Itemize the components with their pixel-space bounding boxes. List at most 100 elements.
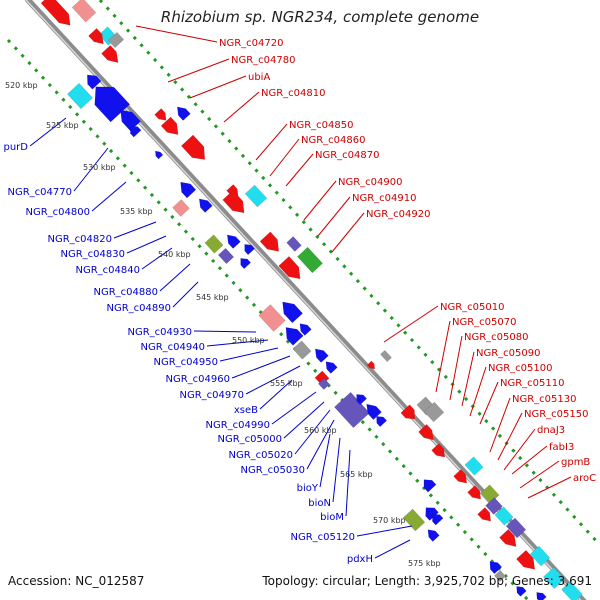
kbp-tick-label: 540 kbp	[158, 250, 191, 259]
label-leader-line	[306, 419, 335, 470]
gene-feature	[240, 258, 252, 270]
label-leader-line	[172, 281, 199, 308]
kbp-tick-label: 555 kbp	[270, 379, 303, 388]
gene-feature	[380, 349, 392, 363]
gene-feature	[278, 256, 301, 280]
kbp-tick-label: 560 kbp	[304, 426, 337, 435]
gene-feature	[107, 31, 125, 49]
kbp-tick-label: 570 kbp	[373, 516, 406, 525]
gene-feature	[516, 549, 536, 570]
label-leader-line	[503, 428, 536, 471]
gene-feature	[485, 497, 503, 515]
gene-label-NGR_c04970: NGR_c04970	[180, 390, 245, 401]
gene-feature	[453, 469, 468, 484]
label-leader-line	[29, 117, 67, 147]
gene-label-NGR_c04960: NGR_c04960	[166, 374, 231, 385]
gene-label-NGR_c05030: NGR_c05030	[241, 465, 306, 476]
gene-label-bioN: bioN	[308, 498, 331, 509]
label-leader-line	[332, 437, 341, 503]
gene-label-NGR_c05010: NGR_c05010	[440, 302, 505, 313]
kbp-tick-label: 565 kbp	[340, 470, 373, 479]
label-leader-line	[193, 330, 257, 333]
gene-features	[40, 0, 583, 600]
label-leader-line	[374, 539, 411, 559]
gene-feature	[259, 231, 280, 252]
gene-feature	[40, 0, 71, 26]
gene-label-NGR_c04830: NGR_c04830	[61, 249, 126, 260]
gene-label-pdxH: pdxH	[347, 554, 373, 565]
gene-feature	[244, 184, 268, 208]
gene-feature	[423, 401, 445, 423]
gene-label-NGR_c04880: NGR_c04880	[94, 287, 159, 298]
label-leader-line	[91, 181, 127, 212]
gene-feature	[529, 545, 551, 567]
gene-label-NGR_c04800: NGR_c04800	[26, 207, 91, 218]
label-leader-line	[126, 235, 167, 254]
label-leader-line	[189, 75, 247, 99]
gene-feature	[217, 247, 235, 265]
label-leader-line	[206, 339, 269, 347]
label-leader-line	[435, 320, 451, 393]
gene-feature	[222, 190, 245, 214]
label-leader-line	[469, 366, 487, 417]
gene-feature	[432, 514, 444, 526]
label-leader-line	[461, 351, 475, 407]
label-leader-line	[255, 123, 288, 161]
gene-feature	[477, 507, 492, 522]
gene-feature	[130, 126, 142, 138]
gene-label-NGR_c04770: NGR_c04770	[8, 187, 73, 198]
label-leader-line	[73, 147, 109, 192]
gene-label-bioY: bioY	[297, 483, 319, 494]
accession-label: Accession: NC_012587	[8, 574, 145, 588]
gene-label-NGR_c04890: NGR_c04890	[107, 303, 172, 314]
label-leader-line	[259, 379, 293, 410]
gene-feature	[244, 244, 256, 256]
gene-feature	[418, 424, 434, 441]
gene-feature	[366, 360, 375, 370]
gene-feature	[180, 181, 197, 199]
gene-feature	[402, 508, 426, 532]
kbp-tick-label: 530 kbp	[83, 163, 116, 172]
label-leader-line	[497, 412, 523, 461]
kbp-tick-label: 535 kbp	[120, 207, 153, 216]
kbp-tick-label: 545 kbp	[196, 293, 229, 302]
gene-label-NGR_c04950: NGR_c04950	[154, 357, 219, 368]
label-leader-line	[527, 476, 572, 499]
gene-feature	[204, 234, 224, 254]
label-leader-line	[511, 445, 548, 475]
gene-feature	[285, 327, 304, 346]
label-leader-line	[113, 221, 157, 239]
gene-feature	[425, 507, 439, 521]
gene-label-NGR_c05070: NGR_c05070	[452, 317, 517, 328]
gene-feature	[561, 580, 583, 600]
label-leader-line	[319, 433, 331, 488]
gene-feature	[334, 391, 370, 429]
gene-label-NGR_c04910: NGR_c04910	[352, 193, 417, 204]
gene-feature	[282, 301, 303, 324]
gene-feature	[325, 361, 338, 374]
gene-feature	[299, 323, 312, 336]
gene-feature	[493, 569, 507, 583]
gene-label-NGR_c04940: NGR_c04940	[141, 342, 206, 353]
label-leader-line	[519, 460, 560, 489]
gene-feature	[154, 108, 167, 121]
gene-label-NGR_c04820: NGR_c04820	[48, 234, 113, 245]
gene-feature	[400, 404, 416, 420]
gene-label-NGR_c04900: NGR_c04900	[338, 177, 403, 188]
gene-feature	[505, 517, 527, 539]
label-leader-line	[135, 25, 218, 43]
gene-feature	[176, 106, 191, 121]
gene-feature	[160, 116, 179, 135]
gene-feature	[226, 234, 241, 249]
gene-feature	[543, 567, 565, 589]
gene-label-gpmB: gpmB	[561, 457, 590, 468]
gene-label-NGR_c04870: NGR_c04870	[315, 150, 380, 161]
gene-feature	[366, 403, 382, 420]
gene-feature	[499, 528, 517, 547]
gene-label-fabI3: fabI3	[549, 442, 574, 453]
gene-feature	[427, 529, 440, 542]
gene-label-xseB: xseB	[234, 405, 258, 416]
map-title: Rhizobium sp. NGR234, complete genome	[160, 8, 480, 26]
